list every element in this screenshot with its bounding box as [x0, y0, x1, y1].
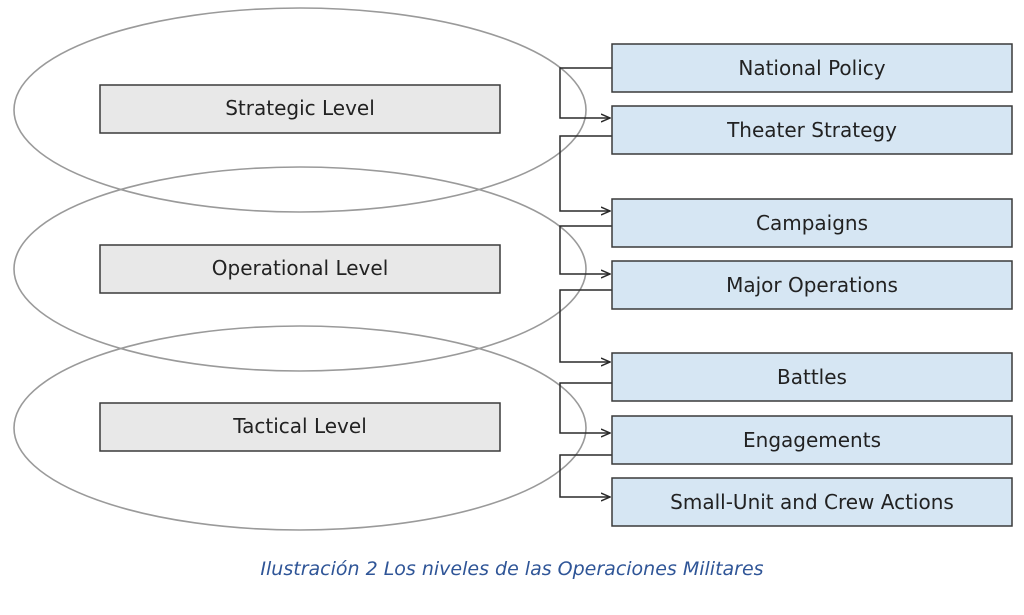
connector-battles-to-engagements [559, 382, 612, 433]
item-label: Theater Strategy [726, 118, 897, 142]
strategic-level-ellipse [13, 7, 587, 213]
connector-strategy-to-campaigns [559, 135, 612, 211]
figure-caption: Ilustración 2 Los niveles de las Operaci… [260, 558, 764, 580]
connector-major-operations-to-battles [559, 289, 612, 362]
item-box-engagements: Engagements [611, 415, 1013, 465]
item-label: Small-Unit and Crew Actions [670, 490, 954, 514]
tactical-level-label: Tactical Level [232, 414, 367, 438]
item-label: Engagements [743, 428, 881, 452]
connector-campaigns-to-major-operations [559, 225, 612, 274]
strategic-level-box: Strategic Level [99, 84, 501, 134]
item-box-theater-strategy: Theater Strategy [611, 105, 1013, 155]
item-box-national-policy: National Policy [611, 43, 1013, 93]
connector-engagements-to-small-unit [559, 454, 612, 497]
connector-policy-to-strategy [559, 67, 612, 118]
tactical-level-box: Tactical Level [99, 402, 501, 452]
item-label: Major Operations [726, 273, 898, 297]
item-label: National Policy [738, 56, 885, 80]
item-box-small-unit-and-crew-actions: Small-Unit and Crew Actions [611, 477, 1013, 527]
operational-level-ellipse [13, 166, 587, 372]
item-label: Campaigns [756, 211, 868, 235]
tactical-level-ellipse [13, 325, 587, 531]
item-label: Battles [777, 365, 847, 389]
item-box-campaigns: Campaigns [611, 198, 1013, 248]
operational-level-label: Operational Level [212, 256, 389, 280]
operational-level-box: Operational Level [99, 244, 501, 294]
item-box-major-operations: Major Operations [611, 260, 1013, 310]
strategic-level-label: Strategic Level [225, 96, 375, 120]
item-box-battles: Battles [611, 352, 1013, 402]
